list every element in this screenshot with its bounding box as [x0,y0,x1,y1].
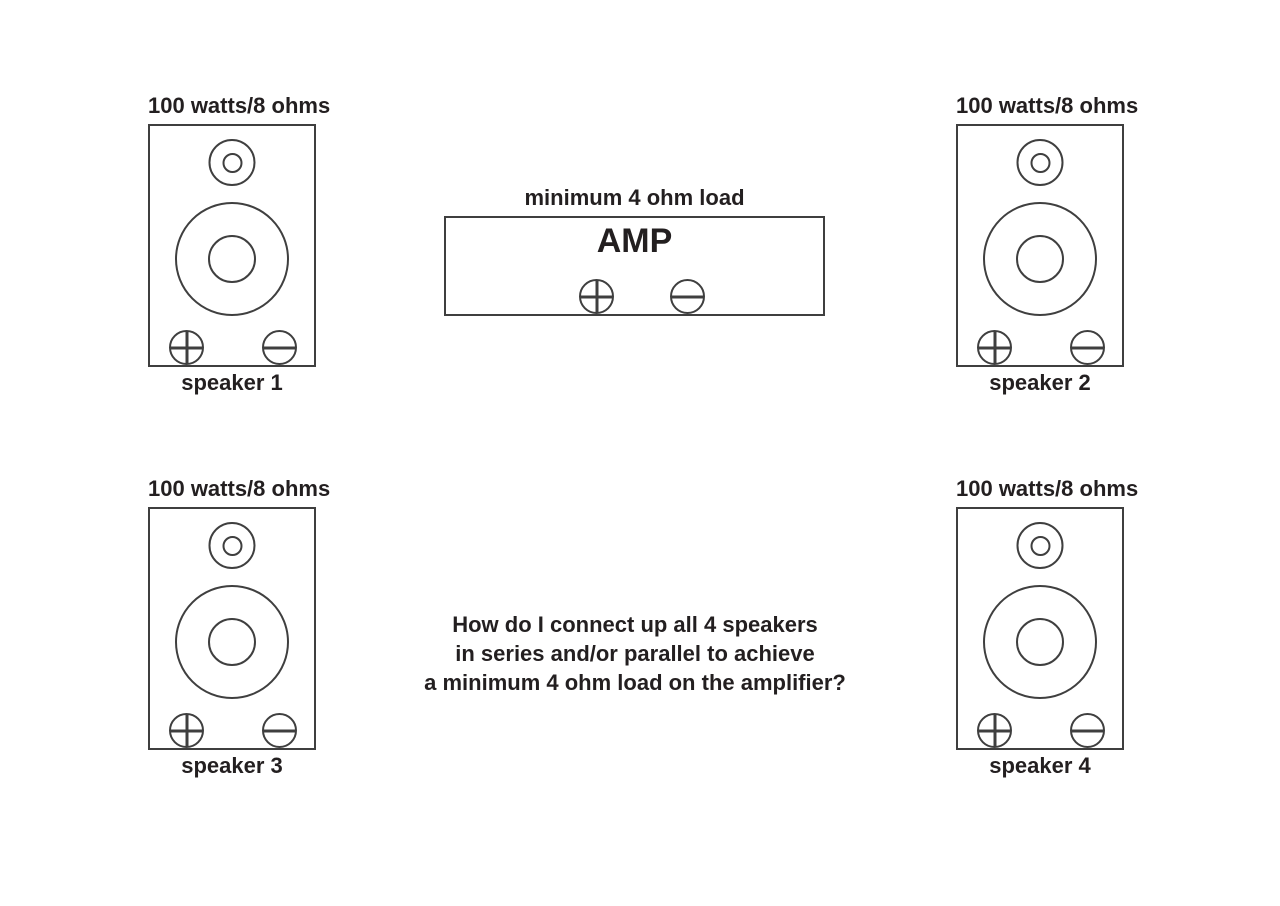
woofer-icon [175,585,289,699]
speaker-2: 100 watts/8 ohms speaker 2 [956,93,1139,395]
plus-terminal-icon [977,330,1012,365]
speaker-rating-label: 100 watts/8 ohms [148,93,331,118]
speaker-caption: speaker 4 [989,753,1091,778]
plus-terminal-icon [977,713,1012,748]
amp-load-label: minimum 4 ohm load [524,185,745,210]
speaker-3: 100 watts/8 ohms speaker 3 [148,476,331,778]
amp-title: AMP [596,222,673,260]
amp-box: AMP [444,216,825,316]
speaker-1: 100 watts/8 ohms speaker 1 [148,93,331,395]
question-line: in series and/or parallel to achieve [455,641,815,666]
woofer-icon [983,202,1097,316]
minus-terminal-icon [1070,330,1105,365]
speaker-cabinet [148,124,316,367]
speaker-caption: speaker 3 [181,753,283,778]
minus-terminal-icon [262,330,297,365]
speaker-cabinet [148,507,316,750]
amplifier: minimum 4 ohm load AMP [444,186,825,316]
plus-terminal-icon [169,713,204,748]
question-line: How do I connect up all 4 speakers [452,612,818,637]
woofer-icon [175,202,289,316]
woofer-icon [983,585,1097,699]
speaker-rating-label: 100 watts/8 ohms [148,476,331,501]
plus-terminal-icon [169,330,204,365]
speaker-caption: speaker 2 [989,370,1091,395]
tweeter-icon [208,139,256,186]
plus-terminal-icon [579,279,614,314]
speaker-cabinet [956,507,1124,750]
tweeter-icon [1016,522,1064,569]
minus-terminal-icon [1070,713,1105,748]
question-line: a minimum 4 ohm load on the amplifier? [424,670,846,695]
speaker-cabinet [956,124,1124,367]
minus-terminal-icon [670,279,705,314]
speaker-caption: speaker 1 [181,370,283,395]
question-text: How do I connect up all 4 speakers in se… [335,610,935,697]
tweeter-icon [208,522,256,569]
tweeter-icon [1016,139,1064,186]
minus-terminal-icon [262,713,297,748]
speaker-rating-label: 100 watts/8 ohms [956,476,1139,501]
speaker-4: 100 watts/8 ohms speaker 4 [956,476,1139,778]
speaker-rating-label: 100 watts/8 ohms [956,93,1139,118]
